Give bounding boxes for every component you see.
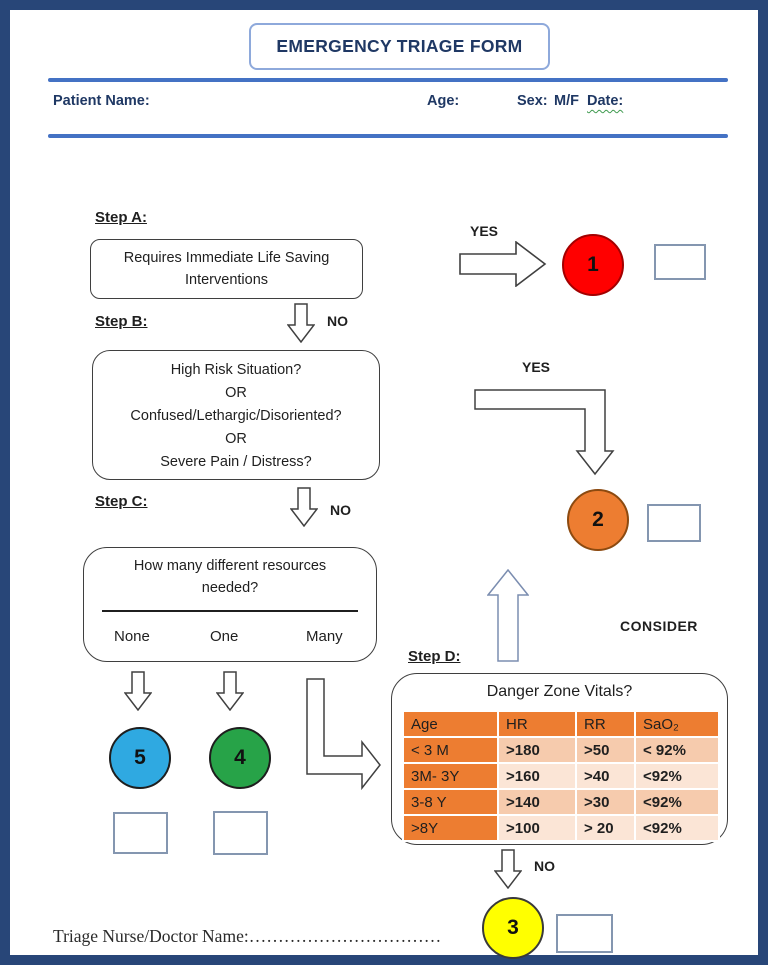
vitals-cell: <92% (634, 762, 720, 790)
vitals-header-hr: HR (497, 710, 577, 738)
level-1-write-in-box[interactable] (654, 244, 706, 280)
vitals-header-age: Age (402, 710, 499, 738)
vitals-cell: >160 (497, 762, 577, 790)
no-down-arrow-a-icon (287, 303, 315, 343)
down-arrow-none-icon (124, 671, 152, 711)
vitals-cell: <92% (634, 788, 720, 816)
date-label: Date: (587, 93, 624, 109)
triage-level-3-circle: 3 (482, 897, 544, 959)
triage-level-5-circle: 5 (109, 727, 171, 789)
step-a-text-line2: Interventions (184, 272, 269, 288)
page-title: EMERGENCY TRIAGE FORM (276, 36, 523, 56)
step-c-question-line1: How many different resources (133, 558, 327, 574)
vitals-cell: 3M- 3Y (402, 762, 499, 790)
header-divider-bottom (48, 134, 728, 138)
step-a-box: Requires Immediate Life Saving Intervent… (90, 239, 363, 299)
vitals-cell: >140 (497, 788, 577, 816)
sex-label: Sex: (517, 93, 548, 109)
level-4-write-in-box[interactable] (213, 811, 268, 855)
level-2-write-in-box[interactable] (647, 504, 701, 542)
vitals-row: < 3 M >180 >50 < 92% (402, 736, 720, 764)
vitals-header-sao2: SaO₂ (634, 710, 720, 738)
step-b-box: High Risk Situation? OR Confused/Letharg… (92, 350, 380, 480)
vitals-cell: > 20 (575, 814, 636, 842)
down-arrow-one-icon (216, 671, 244, 711)
option-none: None (114, 628, 150, 645)
patient-name-label: Patient Name: (53, 93, 150, 109)
level-5-write-in-box[interactable] (113, 812, 168, 854)
form-title-box: EMERGENCY TRIAGE FORM (249, 23, 550, 70)
triage-nurse-name-line: Triage Nurse/Doctor Name:…………………………… (53, 926, 442, 946)
triage-level-4-number: 4 (234, 746, 246, 769)
step-a-label: Step A: (95, 209, 147, 226)
vitals-cell: < 92% (634, 736, 720, 764)
triage-level-1-number: 1 (587, 253, 599, 276)
sex-value: M/F (554, 93, 579, 109)
no-label-step-b: NO (330, 502, 351, 518)
level-3-write-in-box[interactable] (556, 914, 613, 953)
vitals-cell: >50 (575, 736, 636, 764)
option-one: One (210, 628, 239, 645)
vitals-row: 3-8 Y >140 >30 <92% (402, 788, 720, 816)
triage-level-4-circle: 4 (209, 727, 271, 789)
no-down-arrow-b-icon (290, 487, 318, 527)
option-many: Many (306, 628, 343, 645)
triage-level-5-number: 5 (134, 746, 146, 769)
step-b-line: High Risk Situation? (170, 362, 302, 378)
age-label: Age: (427, 93, 460, 109)
yes-label-step-b: YES (522, 359, 551, 375)
elbow-right-arrow-icon (306, 678, 381, 790)
vitals-cell: >8Y (402, 814, 499, 842)
vitals-cell: >180 (497, 736, 577, 764)
step-b-line: OR (225, 385, 247, 401)
vitals-cell: >30 (575, 788, 636, 816)
consider-label: CONSIDER (620, 618, 698, 634)
step-b-line: Severe Pain / Distress? (160, 454, 312, 470)
triage-level-1-circle: 1 (562, 234, 624, 296)
step-b-label: Step B: (95, 313, 148, 330)
vitals-header-row: Age HR RR SaO₂ (402, 710, 720, 738)
right-block-arrow-icon (459, 241, 547, 287)
yes-label-step-a: YES (470, 223, 499, 239)
vitals-table-title: Danger Zone Vitals? (486, 683, 633, 700)
step-a-text-line1: Requires Immediate Life Saving (123, 250, 330, 266)
triage-level-2-circle: 2 (567, 489, 629, 551)
step-c-question-line2: needed? (201, 580, 259, 596)
triage-level-2-number: 2 (592, 508, 604, 531)
vitals-row: >8Y >100 > 20 <92% (402, 814, 720, 842)
no-label-step-d: NO (534, 858, 555, 874)
vitals-header-rr: RR (575, 710, 636, 738)
step-c-label: Step C: (95, 493, 148, 510)
vitals-cell: >100 (497, 814, 577, 842)
vitals-cell: <92% (634, 814, 720, 842)
vitals-cell: < 3 M (402, 736, 499, 764)
elbow-down-arrow-icon (474, 389, 615, 476)
step-b-line: OR (225, 431, 247, 447)
header-divider-top (48, 78, 728, 82)
step-d-label: Step D: (408, 648, 461, 665)
triage-level-3-number: 3 (507, 916, 519, 939)
step-b-line: Confused/Lethargic/Disoriented? (130, 408, 342, 424)
vitals-cell: 3-8 Y (402, 788, 499, 816)
danger-zone-vitals-table: Age HR RR SaO₂ < 3 M >180 >50 < 92% 3M- … (402, 710, 720, 842)
vitals-cell: >40 (575, 762, 636, 790)
no-label-step-a: NO (327, 313, 348, 329)
step-c-divider (102, 610, 358, 612)
up-block-arrow-icon (487, 569, 529, 662)
step-d-box: Danger Zone Vitals? Age HR RR SaO₂ < 3 M… (391, 673, 728, 845)
step-c-box: How many different resources needed? Non… (83, 547, 377, 662)
no-down-arrow-d-icon (494, 849, 522, 889)
vitals-row: 3M- 3Y >160 >40 <92% (402, 762, 720, 790)
